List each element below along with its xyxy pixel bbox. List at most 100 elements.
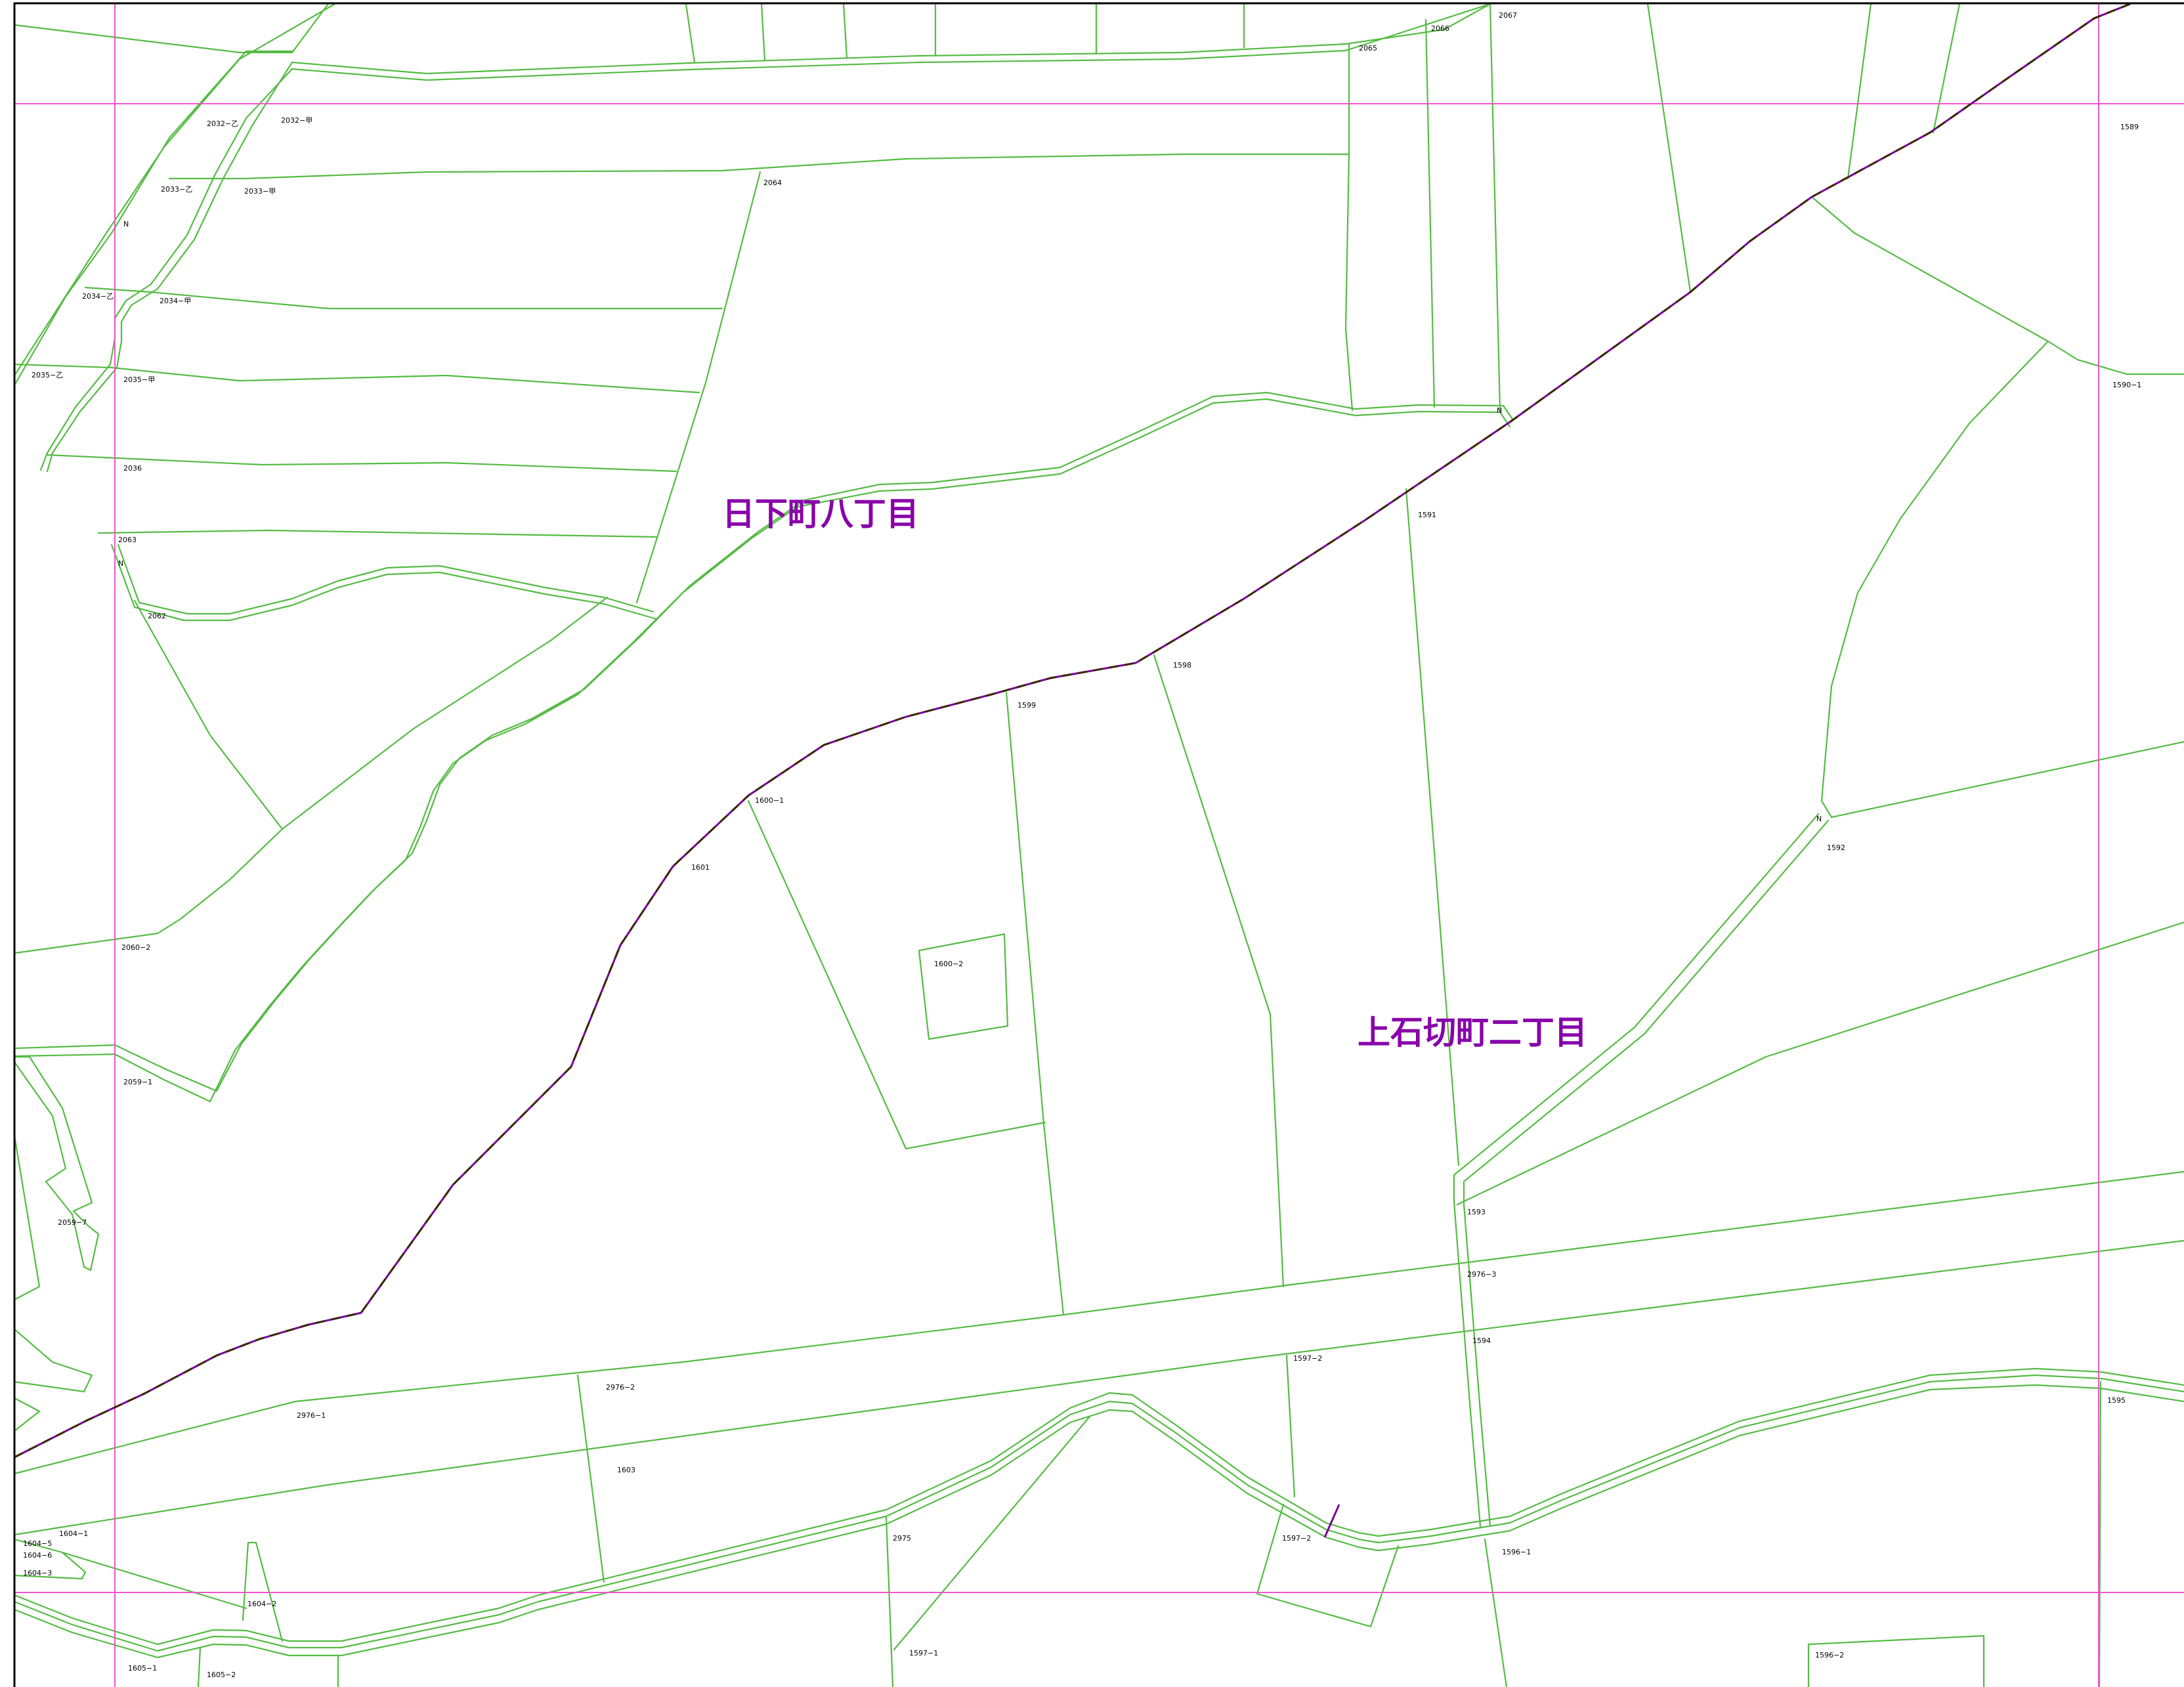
lot-label: 2975	[893, 1534, 911, 1543]
lot-label: 1605−1	[128, 1664, 157, 1673]
town-label-kamiishikiri-2: 上石切町二丁目	[1358, 1014, 1587, 1052]
parcel-line	[760, 3, 766, 62]
lot-label: 2066	[1431, 24, 1449, 33]
parcel-line	[291, 3, 1491, 81]
parcel-line	[1820, 340, 2184, 819]
parcel-line	[1646, 3, 1692, 293]
lot-label: 1592	[1827, 844, 1845, 852]
parcel-line	[197, 1646, 202, 1687]
lot-label: 1596−2	[1815, 1651, 1844, 1659]
town-boundary-line	[14, 3, 2131, 1459]
parcel-line	[61, 1551, 247, 1610]
parcel-line	[13, 828, 284, 954]
lot-label: 1591	[1418, 511, 1436, 519]
parcel-line	[209, 398, 1511, 1103]
parcel-line	[13, 1328, 93, 1393]
lot-label: 1604−6	[23, 1551, 52, 1560]
lot-label: 1600−2	[934, 960, 963, 968]
parcel-line	[2098, 1380, 2102, 1687]
parcel-line	[1285, 1354, 1296, 1498]
lot-label: 2035−乙	[32, 371, 63, 379]
parcel-line	[13, 3, 330, 54]
boundary-markers: N N N N	[118, 220, 1822, 823]
parcel-line	[685, 3, 696, 64]
parcel-line	[1456, 921, 2184, 1206]
parcel-line	[1153, 654, 1285, 1288]
lot-label: 1598	[1173, 661, 1191, 670]
parcel-line	[576, 1374, 605, 1583]
parcel-line	[1489, 3, 1501, 412]
parcel-line	[110, 544, 658, 622]
parcel-lines	[13, 3, 2184, 1687]
lot-label: 2036	[123, 464, 142, 473]
parcel-line	[1453, 813, 1820, 1203]
boundary-tick	[1323, 1504, 1340, 1538]
lot-label: 2976−2	[606, 1383, 635, 1392]
parcel-line	[291, 3, 1491, 75]
parcel-line	[747, 800, 1046, 1150]
lot-label: 1600−1	[755, 796, 784, 805]
lot-label: 1604−2	[247, 1600, 276, 1608]
lot-label: 1601	[691, 863, 710, 872]
parcel-line	[13, 1134, 41, 1301]
lot-label: 1605−2	[207, 1671, 236, 1679]
lot-label: 1590−1	[2112, 381, 2141, 389]
lot-label: 1604−5	[23, 1539, 52, 1548]
parcel-line	[13, 1384, 2184, 1659]
parcel-line	[1256, 1503, 1400, 1628]
parcel-line	[84, 286, 723, 310]
lot-label: 2035−甲	[123, 375, 155, 384]
lot-label: 1597−2	[1293, 1354, 1322, 1363]
parcel-line	[46, 61, 293, 473]
boundary-marker: N	[1497, 406, 1502, 415]
lot-label: 2976−3	[1467, 1270, 1496, 1279]
parcel-line	[13, 3, 336, 377]
lot-label: 2032−甲	[281, 116, 312, 125]
lot-label: 1604−1	[59, 1529, 88, 1538]
boundary-marker: N	[118, 559, 123, 568]
parcel-line	[1405, 488, 1460, 1166]
lot-label: 1595	[2107, 1396, 2126, 1405]
parcel-line	[13, 1044, 218, 1092]
parcel-line	[13, 363, 700, 394]
lot-label: 2063	[118, 536, 137, 544]
lot-label: 1597−1	[909, 1649, 938, 1657]
parcel-line	[13, 1056, 100, 1271]
parcel-line	[97, 529, 658, 538]
lot-label: 1589	[2120, 123, 2139, 131]
lot-label: 2034−甲	[160, 297, 191, 305]
lot-labels: 2067 2066 2065 1589 2032−乙 2032−甲 2033−乙…	[23, 11, 2141, 1679]
lot-label: 1599	[1017, 701, 1036, 710]
boundary-marker: N	[123, 220, 129, 228]
boundary-marker: N	[1816, 815, 1822, 823]
lot-label: 2976−1	[297, 1411, 326, 1420]
lot-label: 2059−7	[58, 1218, 87, 1227]
parcel-line	[13, 1170, 2184, 1475]
parcel-line	[1005, 691, 1065, 1316]
lot-label: 2034−乙	[82, 292, 114, 301]
parcel-line	[1424, 18, 1436, 408]
lot-label: 2059−1	[123, 1078, 152, 1086]
lot-label: 2062	[148, 612, 166, 620]
parcel-line	[1463, 819, 1830, 1206]
lot-label: 1593	[1467, 1208, 1486, 1216]
lot-label: 1594	[1472, 1336, 1491, 1345]
parcel-line	[1807, 1634, 1985, 1687]
parcel-line	[46, 454, 677, 473]
parcel-line	[133, 599, 284, 830]
parcel-line	[885, 1515, 894, 1687]
map-frame	[13, 2, 2184, 1687]
lot-label: 1604−3	[23, 1569, 52, 1577]
parcel-line	[1484, 1538, 1508, 1687]
parcel-line	[893, 1415, 1091, 1651]
lot-label: 2065	[1359, 44, 1377, 53]
parcel-line	[918, 933, 1009, 1040]
lot-label: 2067	[1499, 11, 1517, 20]
parcel-line	[13, 1239, 2184, 1536]
lot-label: 1596−1	[1502, 1548, 1531, 1556]
town-boundary	[14, 3, 2131, 1538]
lot-label: 2032−乙	[207, 119, 238, 128]
parcel-line	[13, 1374, 2184, 1652]
